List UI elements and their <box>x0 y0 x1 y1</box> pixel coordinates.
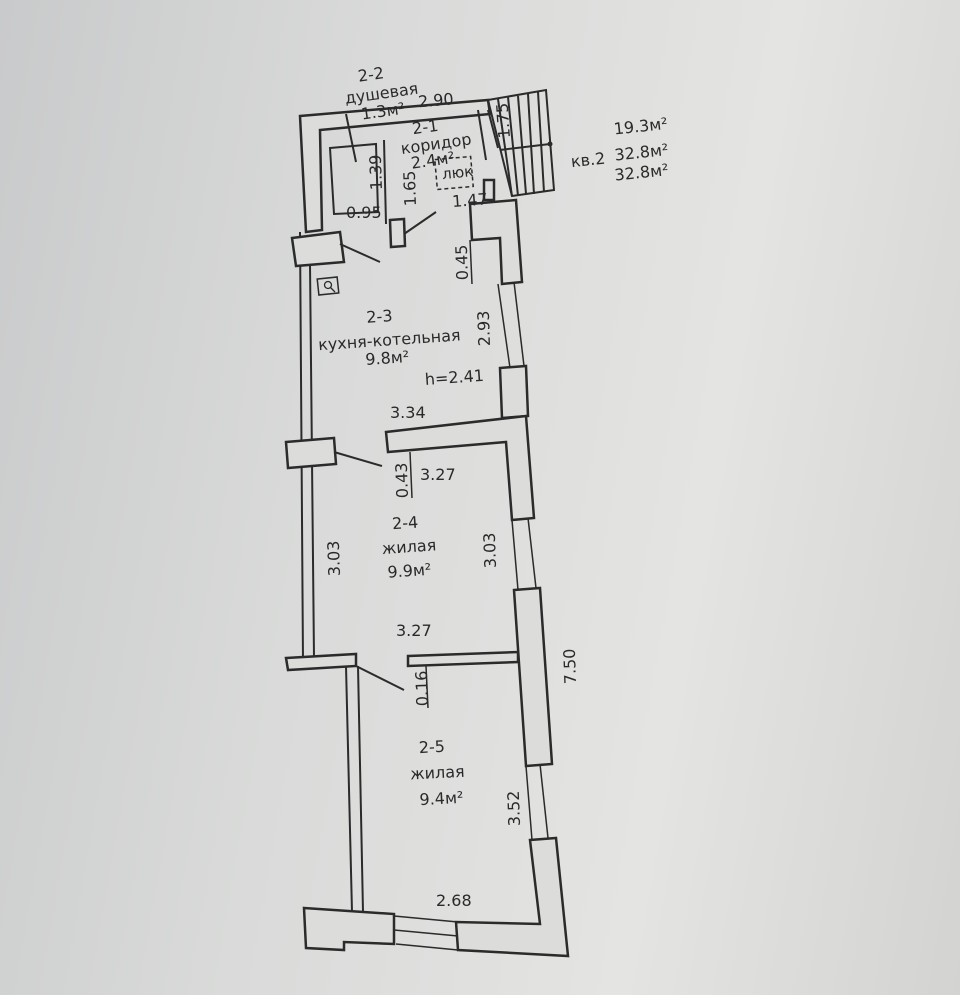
room-2-3-height: h=2.41 <box>424 366 484 389</box>
window-right-3b <box>539 763 549 839</box>
apartment-label: кв.2 <box>570 149 606 171</box>
corridor-right-wall <box>477 109 487 161</box>
room-2-4-number: 2-4 <box>391 513 418 534</box>
dim-partition-2: 0.16 <box>412 670 432 706</box>
stairs <box>486 88 556 198</box>
door-swing-room5 <box>355 665 405 691</box>
dim-shower-width: 0.95 <box>346 203 382 222</box>
window-right-2a <box>511 519 519 591</box>
room-2-3-label: 2-3 кухня-котельная 9.8м² h=2.41 <box>318 306 485 389</box>
shower-divider-top <box>383 139 387 225</box>
living-area: 19.3м² <box>613 114 669 139</box>
hatch <box>433 155 475 191</box>
room-2-3-area: 9.8м² <box>365 347 410 369</box>
corridor-stub <box>482 178 496 202</box>
hatch-label: люк <box>441 162 474 183</box>
dim-line-0.43 <box>409 451 413 499</box>
dim-partition-1: 0.43 <box>392 462 412 498</box>
leader-shower <box>345 113 357 163</box>
dim-corridor-width: 1.47 <box>451 190 488 211</box>
window-bottom-c <box>395 943 459 951</box>
room-2-1-number: 2-1 <box>411 116 440 138</box>
door-swing-kitchen <box>339 243 381 263</box>
window-right-1b <box>513 281 525 367</box>
shower-room-outline <box>328 142 380 216</box>
window-bottom-a <box>393 915 459 923</box>
corridor-right-wall-2 <box>487 109 499 149</box>
dim-room4-left-height: 3.03 <box>324 540 344 576</box>
dim-corridor-height: 1.65 <box>400 170 420 206</box>
dim-line-0.16 <box>425 665 429 709</box>
room-2-5-name: жилая <box>410 762 465 784</box>
left-block-1 <box>290 230 346 268</box>
door-swing-corridor <box>403 211 437 235</box>
room-2-4-name: жилая <box>381 535 437 558</box>
left-wall-lower-outer <box>345 665 353 913</box>
room-2-5-area: 9.4м² <box>419 788 464 809</box>
dim-room4-right-height: 3.03 <box>480 532 500 568</box>
right-wall-1 <box>468 198 524 286</box>
room-2-2-number: 2-2 <box>357 63 386 85</box>
window-right-1a <box>497 283 511 369</box>
window-bottom-b <box>393 929 459 937</box>
dim-wall-offset: 0.45 <box>452 244 472 280</box>
dim-room5-height: 3.52 <box>504 790 524 826</box>
room-2-4-area: 9.9м² <box>387 560 432 582</box>
partition-room4-room5 <box>406 650 520 668</box>
dim-room4-bottom-width: 3.27 <box>396 621 432 640</box>
dim-kitchen-height: 2.93 <box>474 310 494 346</box>
room-2-5-number: 2-5 <box>418 737 445 757</box>
left-block-2 <box>284 436 338 470</box>
window-right-3a <box>525 765 533 841</box>
dim-room5-width: 2.68 <box>436 891 472 910</box>
walls <box>284 88 570 958</box>
dim-shower-height: 1.39 <box>366 154 386 190</box>
right-wall-4 <box>454 836 570 958</box>
dim-top-width: 2.90 <box>417 89 454 111</box>
room-2-3-number: 2-3 <box>366 306 393 327</box>
room-2-5-label: 2-5 жилая 9.4м² <box>410 737 465 809</box>
dim-kitchen-width: 3.34 <box>390 403 426 422</box>
window-right-2b <box>527 517 537 589</box>
boiler-symbol <box>316 276 340 296</box>
right-wall-3 <box>512 586 554 768</box>
dim-line-0.45 <box>469 239 473 285</box>
dim-stair-height: 1.75 <box>493 102 514 139</box>
dim-room4-top-width: 3.27 <box>420 465 456 484</box>
door-swing-room4 <box>333 451 383 467</box>
room-2-4-label: 2-4 жилая 9.9м² <box>381 513 437 582</box>
left-wall-lower-inner <box>357 665 364 913</box>
bottom-wall-left <box>302 906 396 952</box>
apartment-summary: 19.3м² кв.2 32.8м² 32.8м² <box>570 114 669 185</box>
shower-door-block <box>388 217 407 249</box>
dim-total-length: 7.50 <box>560 648 580 684</box>
right-wall-2 <box>498 364 530 420</box>
